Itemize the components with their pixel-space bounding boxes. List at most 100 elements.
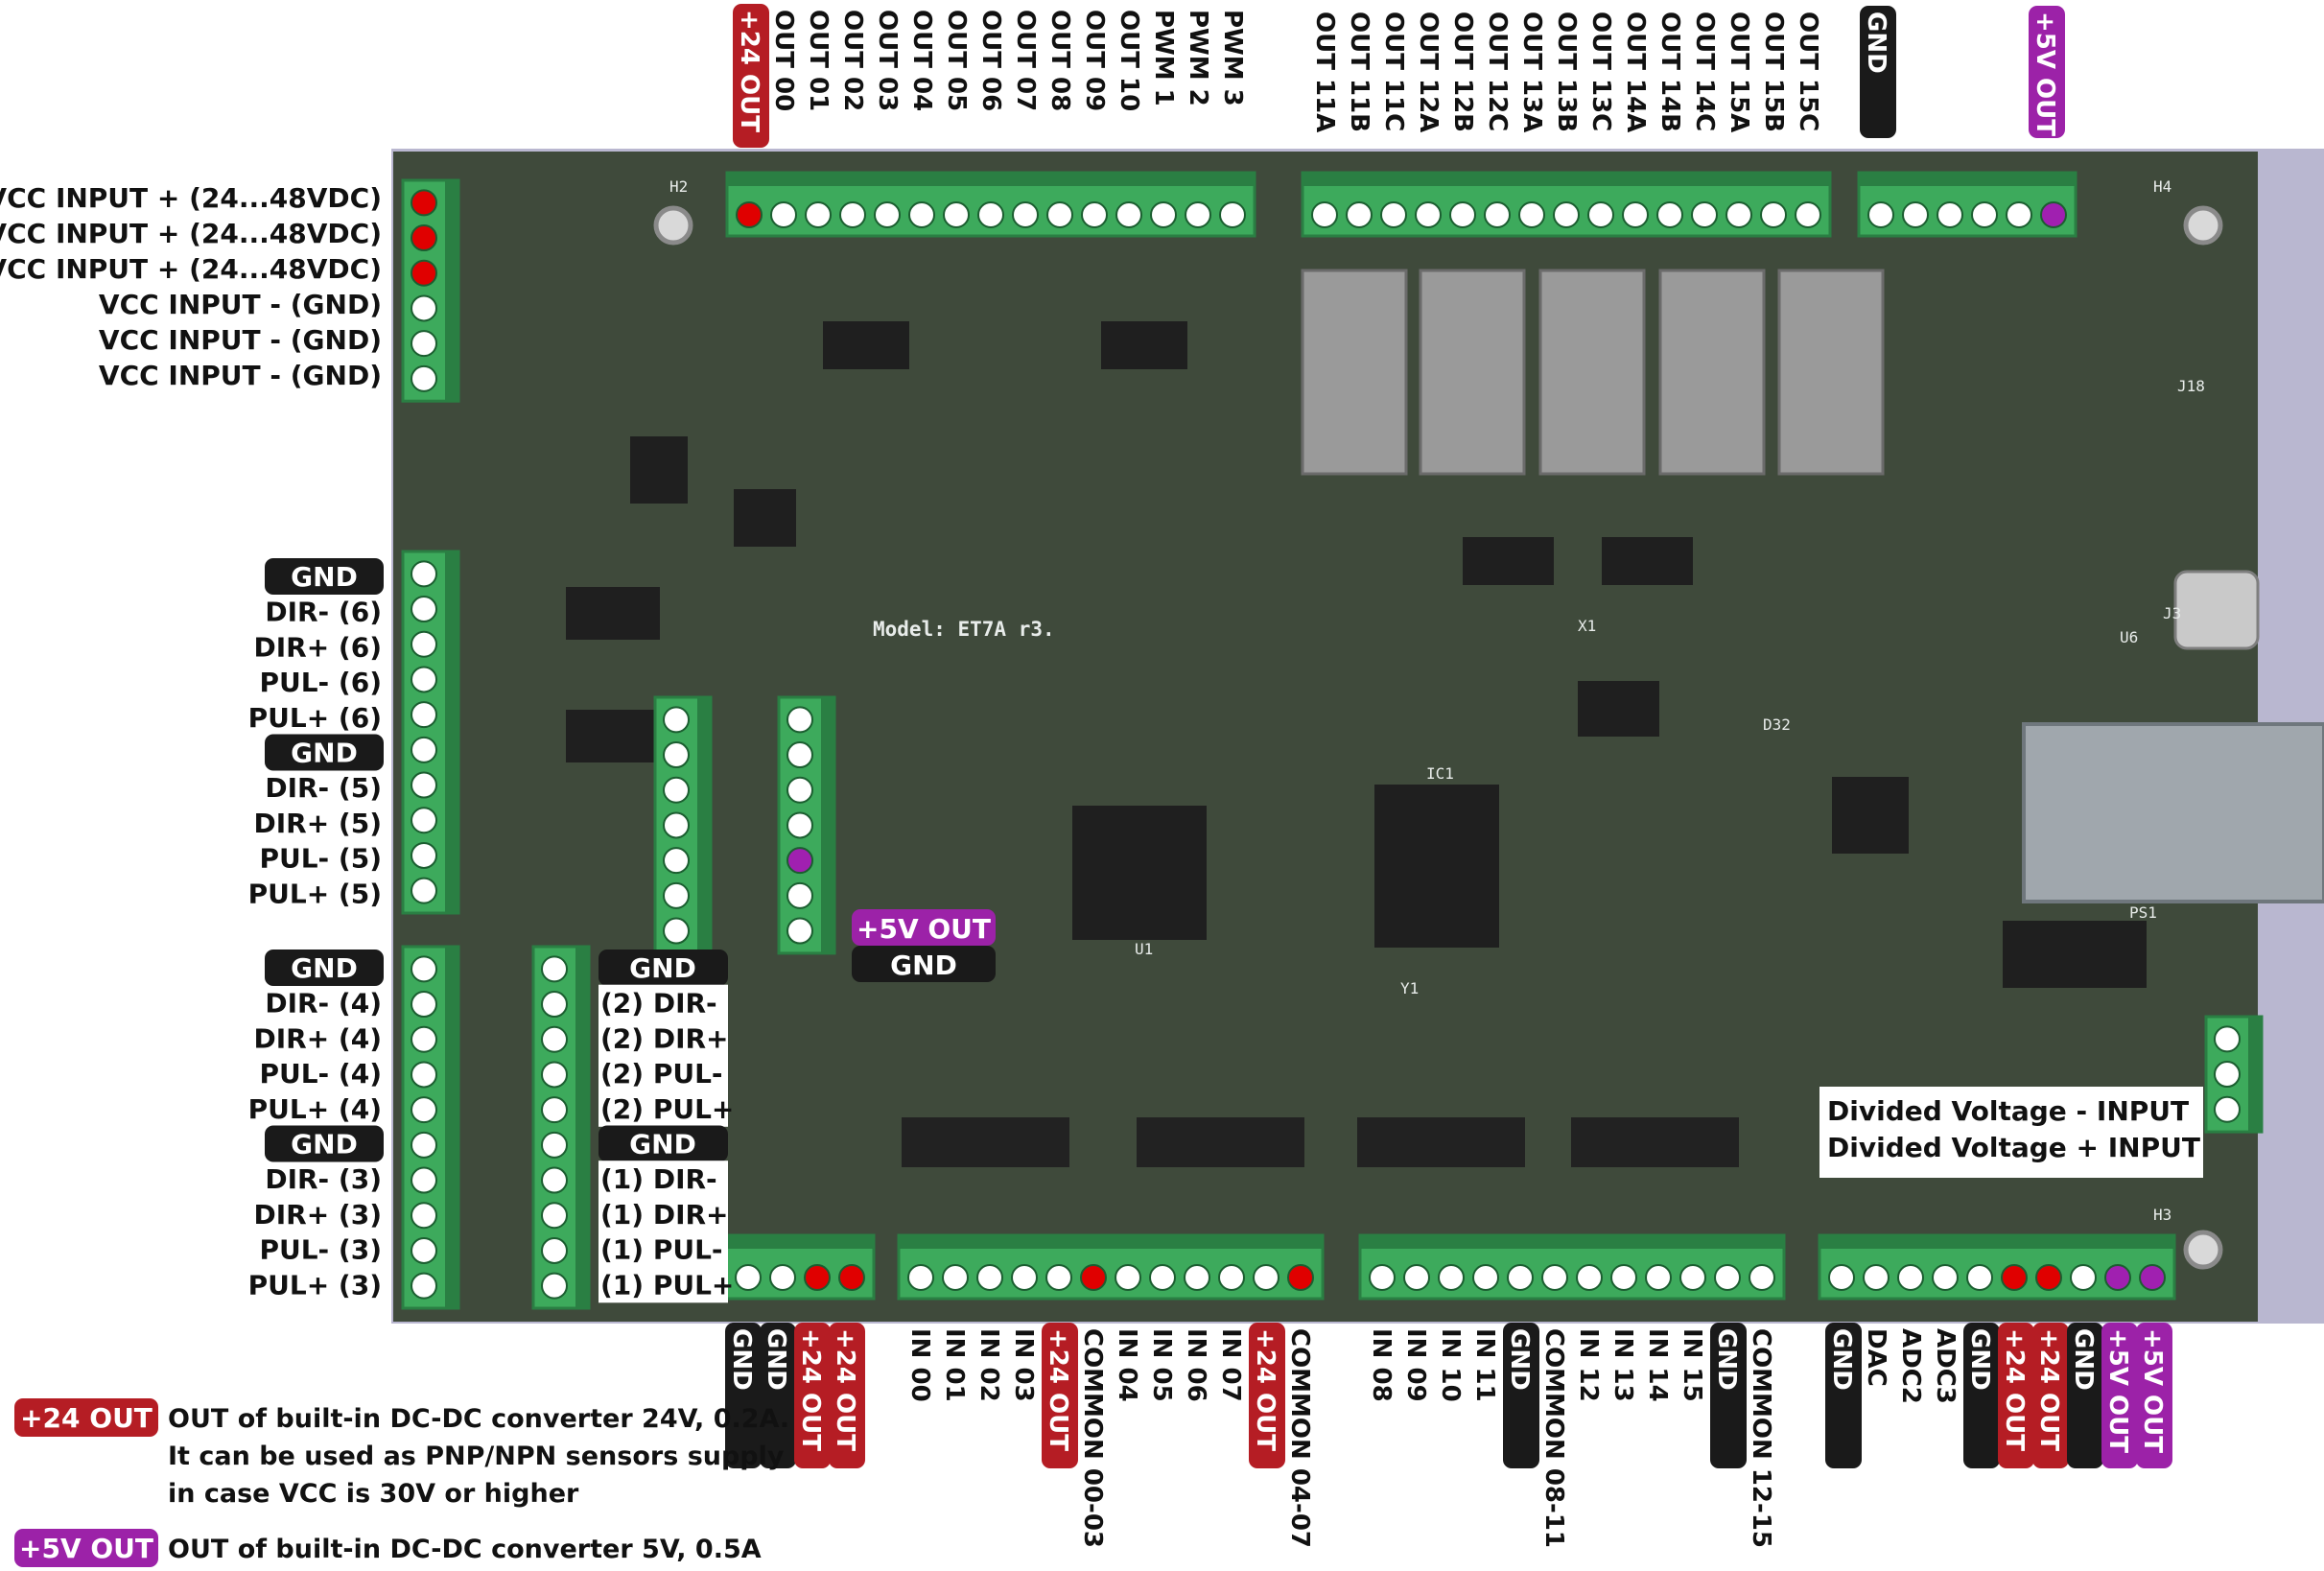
ethernet-phy	[1832, 777, 1909, 854]
terminal-in-00-07-pin	[1115, 1264, 1141, 1291]
terminal-axis-56-rail	[445, 551, 458, 913]
terminal-axis-12-rail	[575, 947, 589, 1308]
bottom-pin-label-group: GND	[1963, 1323, 2000, 1468]
terminal-axis-34-pin	[411, 991, 437, 1019]
terminal-relays-pin	[1656, 201, 1683, 228]
driver-chip-2	[1101, 321, 1187, 369]
axis-56-label: PUL+ (6)	[248, 702, 382, 734]
top-5v-label: +5V OUT	[2031, 12, 2059, 136]
top-out-label: OUT 02	[838, 10, 867, 111]
top-5v-label-group: +5V OUT	[2029, 6, 2065, 138]
terminal-j15-pin	[663, 847, 690, 875]
terminal-j16-pin	[786, 847, 813, 875]
top-out-label: OUT 01	[804, 10, 833, 111]
terminal-j16-pin	[786, 776, 813, 804]
terminal-in-08-15-pin	[1541, 1264, 1568, 1291]
top-5v-label-badge	[2029, 6, 2065, 138]
legend-description: in case VCC is 30V or higher	[168, 1479, 579, 1509]
axis-56-label: GND	[291, 561, 358, 593]
mounting-hole-h4	[2183, 205, 2223, 246]
top-out-label: OUT 09	[1080, 10, 1109, 111]
top-out-label: OUT 04	[907, 10, 936, 111]
top-out-label: OUT 05	[942, 10, 971, 111]
bottom-pin-label: GND	[1827, 1328, 1856, 1391]
bottom-pin-label-group: IN 06	[1182, 1328, 1210, 1402]
terminal-axis-34-pin	[411, 1061, 437, 1089]
terminal-relays-pin	[1553, 201, 1580, 228]
top-relay-label-group: OUT 13B	[1552, 12, 1581, 132]
terminal-divided-voltage-pin	[2214, 1061, 2241, 1089]
top-relay-label: OUT 12A	[1414, 12, 1443, 132]
top-out-label-badge	[733, 4, 769, 148]
terminal-analog-pin	[2001, 1264, 2028, 1291]
terminal-gnd-24-pin	[838, 1264, 865, 1291]
axis-12-label-bg	[599, 984, 728, 1021]
top-out-label: +24 OUT	[735, 10, 763, 132]
terminal-5v-pin	[2040, 201, 2067, 228]
bottom-pin-label-group: +24 OUT	[1042, 1323, 1078, 1468]
top-out-label: OUT 00	[769, 10, 798, 111]
terminal-gnd-24-pin	[804, 1264, 831, 1291]
top-out-label: OUT 07	[1011, 10, 1040, 111]
legend-description: OUT of built-in DC-DC converter 24V, 0.2…	[168, 1404, 789, 1434]
bottom-pin-label-group: IN 11	[1470, 1328, 1499, 1402]
bottom-pin-label-badge	[760, 1323, 796, 1468]
terminal-axis-34-pin	[411, 1025, 437, 1053]
top-relay-label: OUT 11B	[1345, 12, 1373, 132]
terminal-axis-12-pin	[541, 1131, 568, 1159]
axis-56-label: PUL- (6)	[259, 667, 382, 698]
terminal-relays-pin	[1725, 201, 1752, 228]
terminal-power-in-pin	[411, 330, 437, 358]
bottom-pin-label-group: +24 OUT	[1998, 1323, 2034, 1468]
terminal-relays-pin	[1346, 201, 1373, 228]
axis-34-label: PUL- (4)	[259, 1058, 382, 1090]
ic-silk-label: IC1	[1426, 764, 1454, 783]
terminal-5v-pin	[1937, 201, 1963, 228]
top-out-label-group: OUT 00	[769, 10, 798, 111]
ic-silk-label: Y1	[1400, 979, 1419, 997]
top-gnd-label-group: GND	[1860, 6, 1896, 138]
terminal-axis-12-pin	[541, 1236, 568, 1264]
terminal-power-in-pin	[411, 259, 437, 287]
terminal-outputs-pin	[1150, 201, 1177, 228]
model-label: Model: ET7A r3.	[873, 618, 1055, 641]
regulator	[734, 489, 796, 547]
bottom-pin-label-group: GND	[760, 1323, 796, 1468]
bottom-pin-label-group: GND	[1825, 1323, 1862, 1468]
terminal-in-08-15-pin	[1679, 1264, 1706, 1291]
terminal-5v-pin	[1867, 201, 1894, 228]
terminal-relays-pin	[1622, 201, 1649, 228]
axis-56-badge	[265, 558, 384, 595]
top-relay-label-group: OUT 13C	[1586, 12, 1615, 131]
terminal-in-00-07-rail	[899, 1235, 1323, 1249]
axis-12-label: (2) PUL-	[600, 1058, 723, 1090]
bottom-pin-label: DAC	[1862, 1328, 1890, 1387]
top-out-label-group: OUT 07	[1011, 10, 1040, 111]
terminal-relays-rail	[1303, 173, 1830, 186]
terminal-axis-34-pin	[411, 1202, 437, 1230]
bottom-pin-label-group: +5V OUT	[2101, 1323, 2138, 1468]
optocoupler-row-1	[902, 1117, 1069, 1167]
terminal-axis-12-pin	[541, 991, 568, 1019]
terminal-relays-pin	[1795, 201, 1821, 228]
terminal-in-08-15-pin	[1749, 1264, 1775, 1291]
bottom-pin-label-group: +24 OUT	[2032, 1323, 2069, 1468]
bottom-pin-label-group: IN 03	[1009, 1328, 1038, 1402]
bottom-pin-label-badge	[1998, 1323, 2034, 1468]
divided-voltage-label: Divided Voltage - INPUT	[1827, 1095, 2189, 1127]
top-relay-label-group: OUT 12C	[1483, 12, 1512, 131]
bottom-pin-label-group: IN 14	[1643, 1328, 1672, 1402]
axis-56-label: GND	[291, 738, 358, 769]
bottom-pin-label-badge	[1249, 1323, 1285, 1468]
top-out-label-group: OUT 02	[838, 10, 867, 111]
bottom-pin-label: GND	[2069, 1328, 2098, 1391]
bottom-pin-label: IN 00	[905, 1328, 934, 1402]
terminal-axis-56-pin	[411, 807, 437, 834]
bottom-pin-label-group: +24 OUT	[829, 1323, 865, 1468]
top-out-label: OUT 06	[976, 10, 1005, 111]
bottom-pin-label-group: IN 01	[940, 1328, 969, 1402]
bottom-pin-label-group: IN 02	[974, 1328, 1003, 1402]
